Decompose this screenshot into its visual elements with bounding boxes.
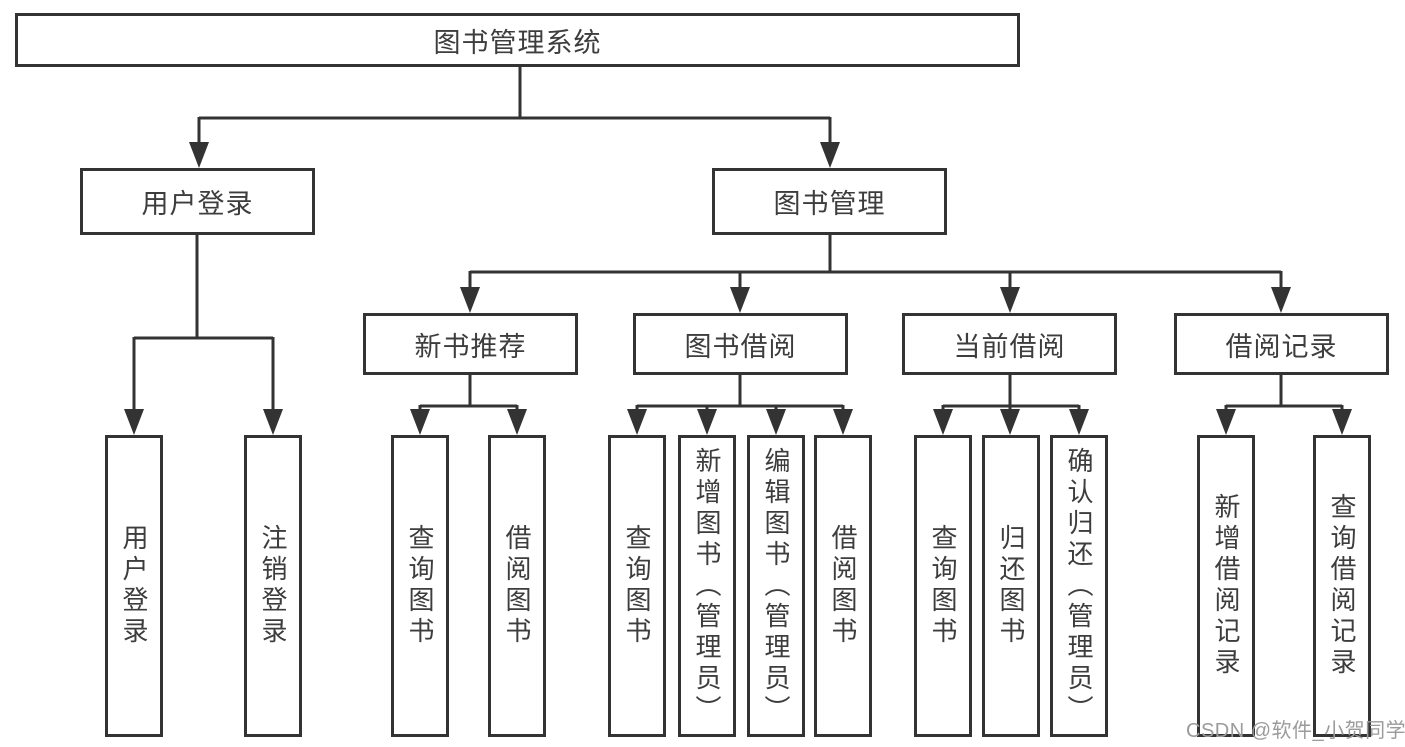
node-leaf-add-borrow-record: 新增借阅记录 [1197,435,1255,737]
node-book-borrowing: 图书借阅 [633,313,848,375]
node-leaf-borrow-books: 借阅图书 [814,435,872,737]
node-library-system: 图书管理系统 [15,13,1020,67]
node-user-login: 用户登录 [80,168,315,235]
node-leaf-logout: 注销登录 [244,435,302,737]
node-leaf-return-books: 归还图书 [982,435,1040,737]
node-book-management: 图书管理 [712,168,947,235]
node-current-borrowing: 当前借阅 [902,313,1117,375]
node-leaf-user-login: 用户登录 [105,435,163,737]
node-leaf-confirm-return-admin: 确认归还（管理员） [1050,435,1108,737]
node-leaf-edit-book-admin: 编辑图书（管理员） [747,435,805,737]
node-leaf-add-book-admin: 新增图书（管理员） [678,435,736,737]
csdn-watermark: CSDN @软件_小贺同学 [1186,720,1405,742]
node-new-book-recommendation: 新书推荐 [363,313,578,375]
node-leaf-query-books-rec: 查询图书 [391,435,449,737]
node-borrowing-records: 借阅记录 [1174,313,1389,375]
node-leaf-query-books-borrow: 查询图书 [608,435,666,737]
node-leaf-borrow-books-rec: 借阅图书 [488,435,546,737]
node-leaf-query-borrow-record: 查询借阅记录 [1313,435,1371,737]
node-leaf-query-books-current: 查询图书 [914,435,972,737]
arrowheads [124,142,1352,435]
